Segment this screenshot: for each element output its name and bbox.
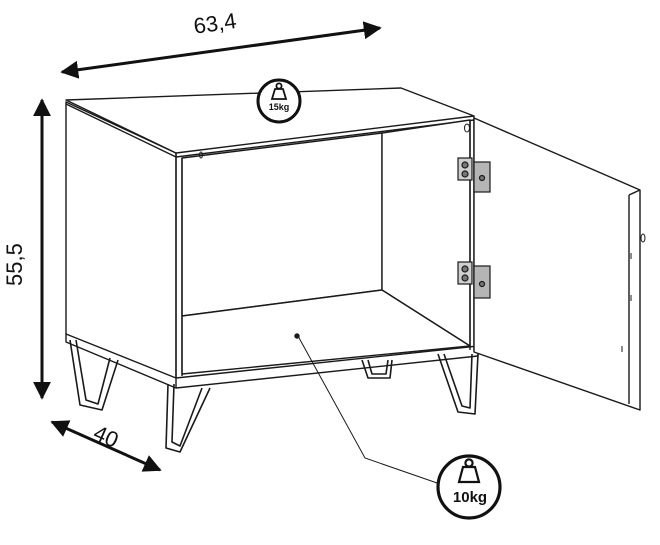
weight-icon	[457, 458, 481, 484]
shelf-load-label: 10kg	[452, 489, 488, 506]
back-middle-leg	[361, 359, 393, 379]
back-panel	[181, 132, 383, 317]
back-right-leg	[437, 353, 479, 415]
weight-icon	[270, 82, 288, 100]
lower-hinge-icon	[457, 261, 491, 299]
shelf-callout-line	[297, 335, 441, 485]
front-left-leg	[69, 339, 119, 411]
upper-hinge-icon	[457, 157, 491, 193]
door-panel	[473, 117, 641, 411]
width-arrow	[60, 21, 382, 79]
height-dimension-label: 55,5	[2, 243, 27, 286]
depth-arrow	[50, 420, 162, 472]
front-right-leg	[165, 383, 211, 453]
top-load-badge	[256, 78, 302, 124]
top-load-label: 15kg	[268, 102, 290, 112]
shelf-load-badge	[436, 454, 502, 520]
